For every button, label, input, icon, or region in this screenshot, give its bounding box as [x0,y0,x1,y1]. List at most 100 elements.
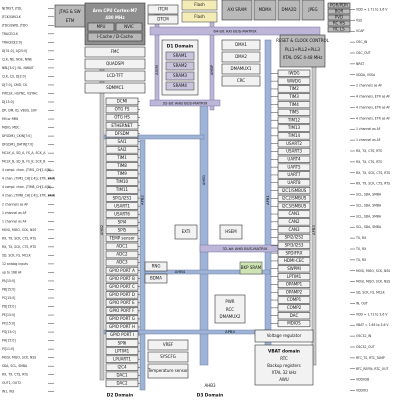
sram1-label: SRAM1 [173,53,187,58]
left-signal-label: MCLK_B, SD_B, FS_B, SCK_B [2,160,45,164]
left-signal-label: PE[15:0] [2,313,15,317]
mdma-label: MDMA [259,7,272,12]
left-signal-label: IN1, IN2 [2,390,14,394]
right-block-label: MDIOS [287,321,301,326]
left-signal-label: CLK, CS, D[3:0] [2,74,26,78]
right-signal-label: OSC_IN [356,40,368,44]
right-block-label: I2C2/SMBUS [282,196,307,201]
left-signal-label: JTDO/SWD, JTDO [1,23,28,27]
left-block-label: SPI4 [118,219,127,224]
vref-block [147,339,189,351]
ahb2-bus-label: AHB2 [99,224,104,235]
axim-bus-label: AXIM [154,65,159,75]
right-signal-label: 4 channels, ETR as AF [356,105,390,109]
power-block-bor [327,8,351,15]
right-block-label: TIM14 [287,133,301,138]
right-block-label: OPAMP2 [286,289,303,294]
apb1-vertical-bus [264,39,272,381]
quadspi-label: QUADSPI [106,61,124,66]
exti-block [174,224,198,240]
fmc-label: FMC [111,49,120,54]
flash-block [181,0,218,11]
pwr-block [214,294,246,324]
left-signal-label: MDIO, MDC [2,126,20,130]
left-block-label: DFSDM [115,131,130,136]
left-signal-label: PG[15:0] [2,330,16,334]
right-block-label: OPAMP1 [286,282,303,287]
left-signal-label: PD[15:0] [2,305,16,309]
left-signal-label: MII or RMII [2,117,18,121]
right-signal-label: VCAP [356,29,364,33]
left-block-label: DAC1 [116,373,127,378]
left-block-label: GPIO PORT C [109,284,135,289]
left-signal-label: MCLK_A, SD_A, FS_A, SCK_A [2,151,46,155]
left-block-label: SPI6 [118,340,127,345]
xtal-osc-label: XTAL OSC 4-48 MHz [283,55,323,60]
hsem-label: HSEM [225,229,237,234]
left-signal-label: 4 chan. (TIM1_CH[1:4]), ETR, BKIN [2,177,56,181]
ahb3-label: AHB3 [204,383,215,388]
awu-label: AWU [279,377,288,382]
right-signal-label: VDDUSB [356,378,369,382]
right-block-label: CAN1 [288,211,300,216]
ahb-bus-matrix-1-label: 32-bit AHB BUS-MATRIX [162,101,207,106]
right-signal-label: VDD = 1.71 to 3.6 V [356,312,388,316]
ahb1-bus-label: AHB1 [201,174,206,185]
right-signal-label: OSC32_IN [356,334,372,338]
sram2-block [165,61,195,71]
right-block-label: SPI3/I2S3 [285,243,304,248]
right-signal-label: TX, RX [355,258,367,262]
left-signal-label: OUT1, OUT2 [2,381,21,385]
dma2d-block [277,0,301,21]
right-block-label: HDMI-CEC [284,258,304,263]
dma2-block [221,51,261,63]
left-block-label: GPIO PORT D [109,292,135,297]
rng-label: RNG [152,264,161,269]
bkp-sram-block [239,261,263,275]
left-signal-label: D[13:0] [2,100,14,104]
flash2-label: Flash [194,14,205,19]
rng-block [144,261,168,272]
crc-label: CRC [237,78,245,83]
dma2-label: DMA2 [235,54,247,59]
lcd-tft-block [84,70,146,82]
right-block-label: COMP2 [287,305,302,310]
left-signal-label: 2 channels as AF [2,202,28,206]
right-signal-label: SD, SCK, FS, MCLK [356,291,386,295]
right-block-label: TIM12 [287,117,301,122]
power-block-pvd [327,14,351,21]
d1-domain-label: D1 Domain [167,44,193,50]
left-block-label: SAI2 [117,147,127,152]
temperature-label: Temperature sensor [147,368,188,373]
pll-label: PLL1+PLL2+PLL3 [285,47,320,52]
left-signal-label: SDA, SCL, SMBA [2,364,28,368]
sram1-block [165,51,195,61]
right-signal-label: VBAT = 1.65 to 3.6 V [356,323,389,327]
right-signal-label: SCL, SDA, SMBA [356,193,382,197]
left-block-label: SPI1/I2S1 [113,195,132,200]
power-block-label: PVD [335,15,343,20]
right-signal-label: RX, TX, SCK, CTS, RTS [356,182,390,186]
right-signal-label: 4 channels, ETR as AF [356,116,390,120]
right-signal-label: RTC_TS, RTC_TAMP [356,356,385,360]
right-block-label: TIM13 [287,125,301,130]
right-signal-label: MOSI, MISO, SCK, NSS [356,280,390,284]
itcm-label: ITCM [158,7,168,12]
left-signal-label: CLK, NE, NOE, NWE [2,57,32,61]
right-signal-label: NRST [356,62,364,66]
left-block-label: GPIO PORT I [110,332,134,337]
left-block-label: TIM1 [116,155,127,160]
right-signal-label: 4 channels, ETR as AF [356,95,390,99]
left-block-label: USART6 [114,211,130,216]
left-signal-label: 1 channel as AF [2,211,27,215]
right-signal-label: MOSI, MISO, SCK, NSS [356,269,390,273]
right-signal-label: RX, TX, SCK, CTS, RTS [356,171,390,175]
vbat-domain-label: VBAT domain [268,349,300,355]
left-block-label: ADC1 [116,244,128,249]
right-signal-label: RX, TX, CTS, RTS [356,160,382,164]
left-signal-label: PH[15:0] [2,339,16,343]
power-block-label: RC LS [333,27,345,32]
